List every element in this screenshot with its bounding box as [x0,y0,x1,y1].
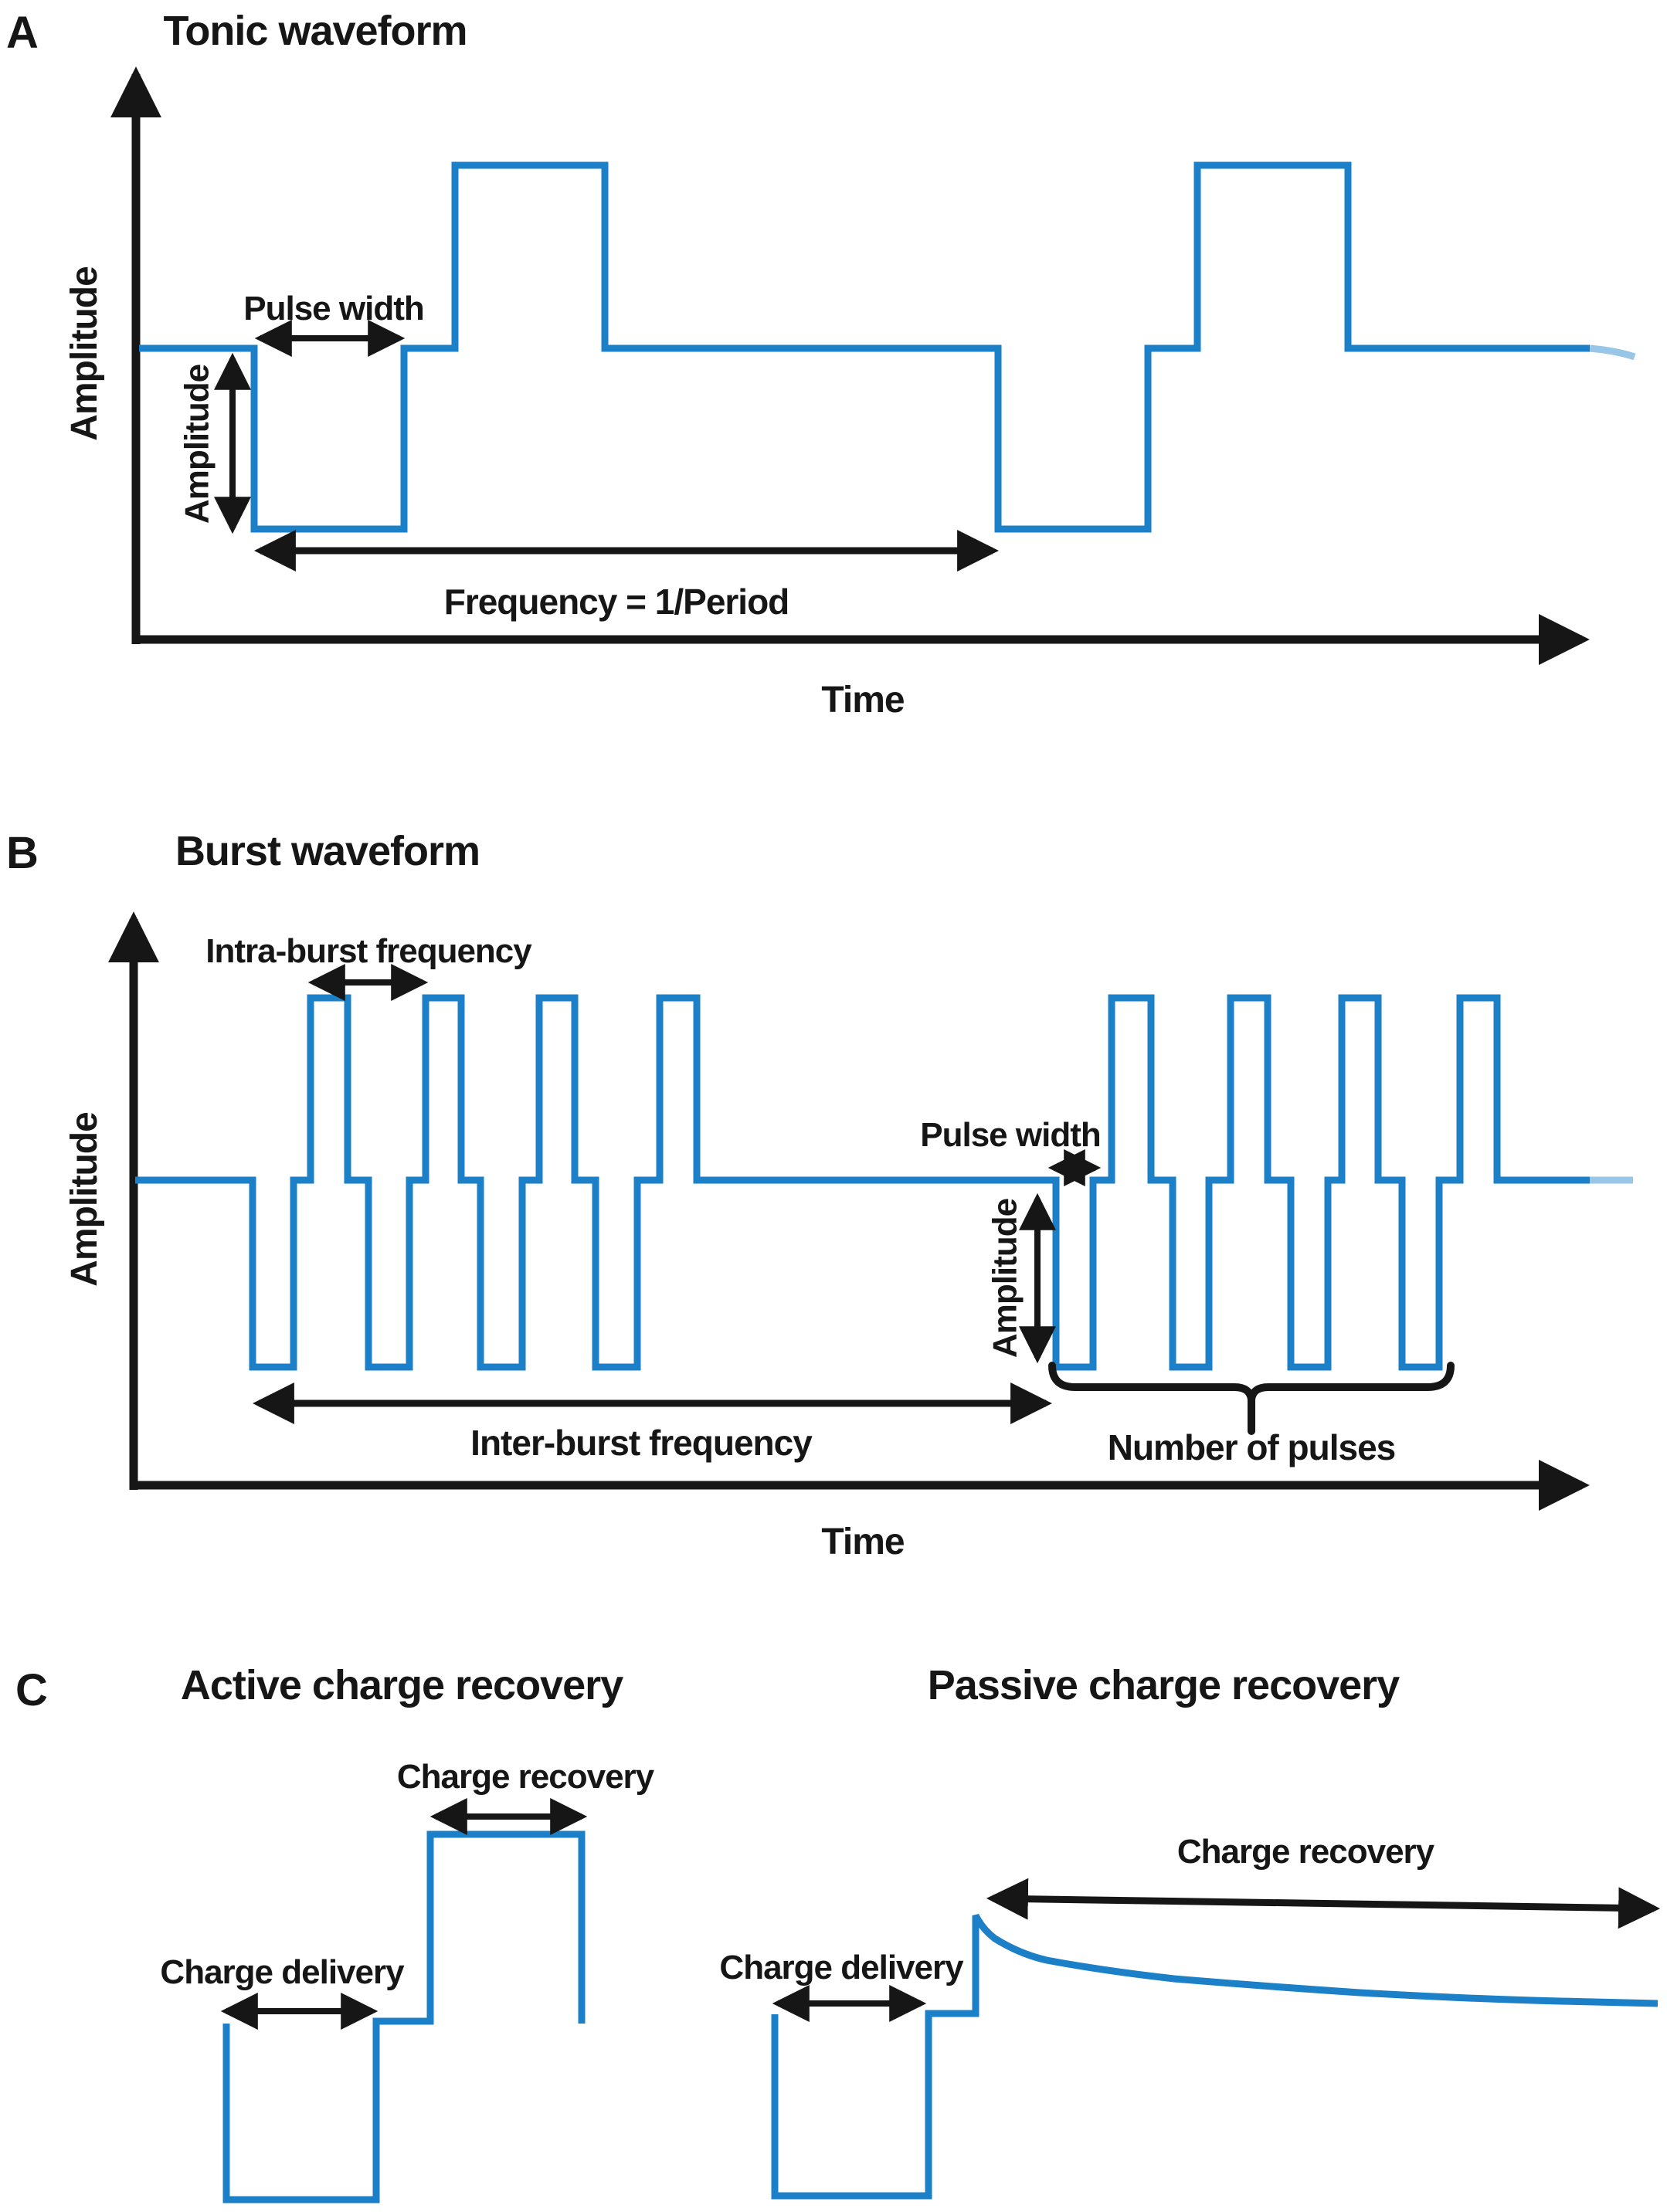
amplitude-label-a: Amplitude [178,365,216,524]
number-of-pulses-bracket [1048,1362,1455,1435]
panel-c: C Active charge recovery Passive charge … [15,1662,1661,2204]
panel-b-label: B [6,828,38,878]
frequency-label-a: Frequency = 1/Period [444,582,789,622]
waveform-c-active [222,1830,586,2204]
pulse-width-label-a: Pulse width [243,290,423,327]
passive-charge-delivery-label: Charge delivery [719,1949,964,1986]
passive-charge-recovery-label: Charge recovery [1177,1833,1435,1871]
amplitude-label-b: Amplitude [986,1199,1024,1358]
waveform-b [135,994,1590,1371]
active-charge-recovery-label: Charge recovery [397,1758,655,1796]
y-axis-label-b: Amplitude [64,1112,105,1287]
waveform-c-passive [771,1913,1659,2200]
inter-burst-label: Inter-burst frequency [470,1423,813,1463]
active-charge-recovery-title: Active charge recovery [181,1662,623,1708]
number-of-pulses-label: Number of pulses [1108,1427,1396,1467]
x-axis-label-a: Time [821,680,904,721]
y-axis-label-a: Amplitude [64,266,105,441]
x-axis-label-b: Time [821,1522,904,1562]
waveform-a [139,161,1590,533]
pulse-width-label-b: Pulse width [920,1116,1100,1154]
panel-c-label: C [15,1665,47,1715]
panel-a-label: A [6,8,38,58]
active-charge-delivery-label: Charge delivery [160,1953,405,1991]
panel-a-title: Tonic waveform [163,8,467,54]
waveform-a-fade-tail [1589,344,1636,361]
panel-b: B Burst waveform Amplitude Time Intra-bu… [6,828,1633,1562]
panel-a: A Tonic waveform Amplitude Time Pulse wi… [6,8,1636,721]
passive-charge-recovery-arrow [986,1878,1661,1929]
intra-burst-label: Intra-burst frequency [205,932,532,970]
panel-b-title: Burst waveform [175,828,480,874]
passive-charge-recovery-title: Passive charge recovery [928,1662,1400,1708]
